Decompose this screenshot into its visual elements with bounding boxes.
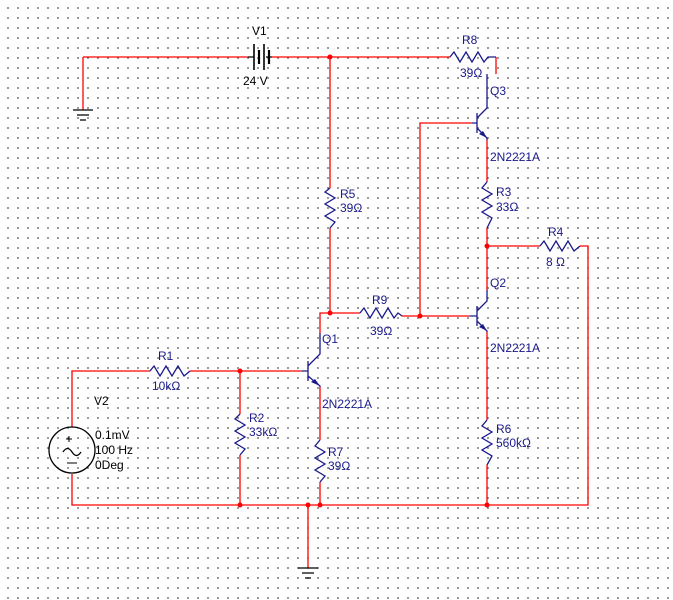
wire-r9-rail — [330, 122, 472, 317]
r8-ref: R8 — [462, 33, 478, 47]
r4-ref: R4 — [548, 225, 564, 239]
r8-value: 39Ω — [460, 66, 482, 80]
r7-ref: R7 — [328, 445, 344, 459]
v2-ref: V2 — [94, 394, 109, 408]
wire-top-left — [83, 56, 497, 74]
resistor-r7[interactable]: R7 39Ω — [313, 439, 350, 483]
battery-v1[interactable]: V1 24 V — [243, 24, 272, 88]
r4-value: 8 Ω — [546, 255, 565, 269]
transistor-q3[interactable]: Q3 2N2221A — [472, 74, 540, 164]
junction-dot — [237, 368, 243, 374]
r5-value: 39Ω — [340, 201, 362, 215]
wires — [71, 56, 589, 568]
resistor-r1[interactable]: R1 10kΩ — [149, 349, 191, 393]
r2-value: 33kΩ — [249, 425, 277, 439]
r6-ref: R6 — [496, 422, 512, 436]
junctions — [237, 54, 490, 508]
junction-dot — [305, 502, 311, 508]
r9-ref: R9 — [372, 293, 388, 307]
junction-dot — [317, 502, 323, 508]
r3-value: 33Ω — [496, 200, 518, 214]
r1-value: 10kΩ — [152, 379, 180, 393]
r3-ref: R3 — [496, 185, 512, 199]
resistor-r9[interactable]: R9 39Ω — [359, 293, 403, 338]
resistor-r5[interactable]: R5 39Ω — [323, 187, 362, 229]
r1-ref: R1 — [158, 349, 174, 363]
junction-dot — [327, 310, 333, 316]
r2-ref: R2 — [249, 411, 265, 425]
q3-model: 2N2221A — [490, 150, 540, 164]
wire-input — [71, 370, 302, 505]
r9-value: 39Ω — [370, 324, 392, 338]
q2-model: 2N2221A — [490, 341, 540, 355]
v2-amplitude: 0.1mV — [95, 428, 130, 442]
resistor-r4[interactable]: R4 8 Ω — [539, 225, 581, 269]
resistor-r2[interactable]: R2 33kΩ — [233, 411, 277, 456]
v1-ref: V1 — [252, 24, 267, 38]
wire-q1-collector — [319, 312, 330, 333]
transistor-q1[interactable]: Q1 2N2221A — [302, 332, 372, 411]
wire-r4 — [487, 245, 589, 506]
junction-dot — [327, 54, 333, 60]
r5-ref: R5 — [340, 187, 356, 201]
r7-value: 39Ω — [328, 459, 350, 473]
v2-phase: 0Deg — [95, 458, 124, 472]
ground-symbol-left — [73, 109, 93, 121]
wire-bottom — [71, 474, 487, 568]
junction-dot — [237, 502, 243, 508]
junction-dot — [484, 243, 490, 249]
junction-dot — [417, 313, 423, 319]
q1-model: 2N2221A — [322, 397, 372, 411]
q1-ref: Q1 — [322, 332, 338, 346]
junction-dot — [484, 502, 490, 508]
ac-source-v2[interactable]: V2 0.1mV 100 Hz 0Deg — [48, 394, 133, 474]
r6-value: 560kΩ — [496, 436, 531, 450]
v2-frequency: 100 Hz — [95, 443, 133, 457]
q3-ref: Q3 — [490, 84, 506, 98]
v1-value: 24 V — [243, 74, 268, 88]
resistor-r3[interactable]: R3 33Ω — [480, 181, 518, 229]
resistor-r6[interactable]: R6 560kΩ — [480, 419, 531, 466]
resistor-r8[interactable]: R8 39Ω — [449, 33, 496, 80]
q2-ref: Q2 — [490, 276, 506, 290]
transistor-q2[interactable]: Q2 2N2221A — [470, 276, 540, 355]
ground-symbol-bottom — [298, 567, 318, 579]
